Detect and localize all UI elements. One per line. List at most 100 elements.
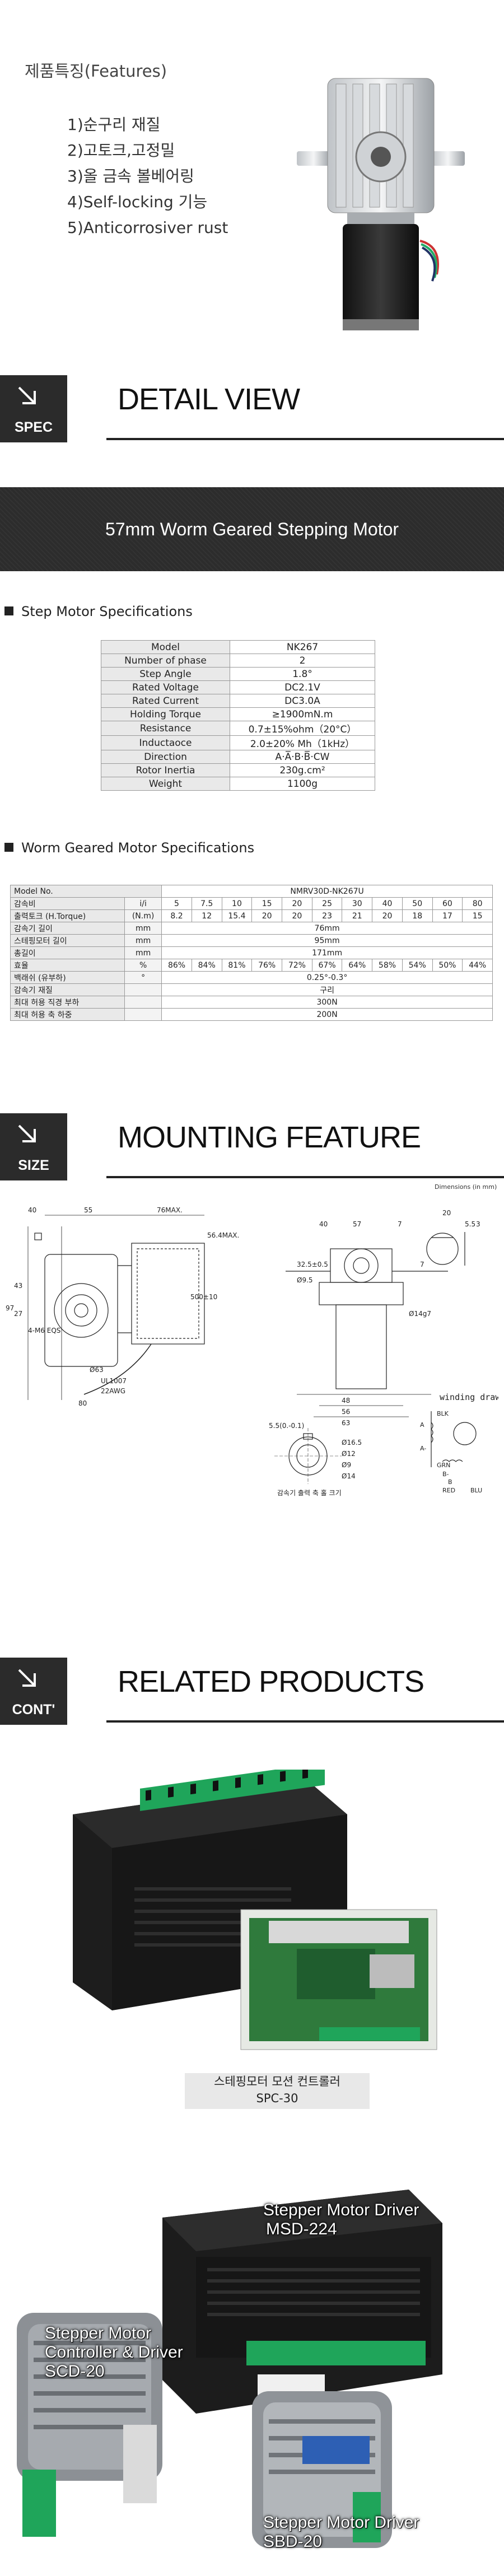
spec-value: 2.0±20% Mh（1kHz） xyxy=(230,735,375,750)
efficiency-value: 54% xyxy=(402,959,433,972)
key-detail-view xyxy=(426,1232,465,1266)
spc-30-name: 스테핑모터 모션 컨트롤러 xyxy=(214,2075,340,2088)
ratio-value: 5 xyxy=(161,897,192,910)
spec-key: Inductaoce xyxy=(101,735,230,750)
dimension-label: 27 xyxy=(14,1310,22,1318)
spec-value: 1100g xyxy=(230,777,375,791)
dimension-label: UL1007 xyxy=(101,1377,127,1385)
features-title: 제품특징(Features) xyxy=(25,62,167,81)
row-label: 총길이 xyxy=(10,946,125,959)
torque-value: 17 xyxy=(432,909,463,922)
feature-item: 1)순구리 재질 xyxy=(67,115,161,134)
dimension-label: Ø9 xyxy=(342,1461,351,1469)
row-unit xyxy=(124,996,162,1009)
efficiency-value: 72% xyxy=(282,959,312,972)
efficiency-value: 67% xyxy=(311,959,343,972)
ratio-value: 30 xyxy=(342,897,373,910)
section-divider xyxy=(106,1720,504,1723)
spec-key: Holding Torque xyxy=(101,707,230,721)
row-label: 최대 허용 축 하중 xyxy=(10,1008,125,1021)
dimension-label: 97 xyxy=(6,1304,14,1312)
ratio-value: 60 xyxy=(432,897,463,910)
dimension-label: Ø63 xyxy=(90,1366,104,1374)
row-label: 백래쉬 (유부하) xyxy=(10,971,125,984)
feature-item: 2)고토크,고정밀 xyxy=(67,141,175,160)
detail-header-title: 57mm Worm Geared Stepping Motor xyxy=(105,519,399,539)
dimension-label: 56 xyxy=(342,1408,350,1416)
mounting-feature-title: MOUNTING FEATURE xyxy=(118,1121,421,1154)
dimension-label: Ø9.5 xyxy=(297,1276,313,1284)
spec-value: 0.7±15%ohm（20°C） xyxy=(230,721,375,736)
spc-30-caption: 스테핑모터 모션 컨트롤러 SPC-30 xyxy=(185,2073,370,2109)
efficiency-unit: % xyxy=(124,959,162,972)
scd-20-label: Stepper Motor Controller & Driver SCD-20 xyxy=(45,2324,183,2381)
dimension-label: Ø12 xyxy=(342,1450,356,1458)
dimension-label: 20 xyxy=(442,1209,451,1217)
winding-label: A xyxy=(420,1421,424,1429)
spec-key: Weight xyxy=(101,777,230,791)
row-unit: mm xyxy=(124,946,162,959)
model-value: NMRV30D-NK267U xyxy=(161,885,493,898)
winding-label: A- xyxy=(420,1445,426,1452)
dimension-label: Ø14g7 xyxy=(409,1310,431,1318)
torque-value: 8.2 xyxy=(161,909,192,922)
cont-badge-label: CONT' xyxy=(12,1702,55,1718)
dimension-label: Ø14 xyxy=(342,1472,356,1480)
dimension-label: Ø16.5 xyxy=(342,1439,362,1446)
row-label: 감속기 재질 xyxy=(10,983,125,996)
row-label: 감속기 길이 xyxy=(10,922,125,935)
spec-key: Rated Current xyxy=(101,694,230,708)
winding-drawing xyxy=(431,1411,477,1467)
torque-value: 21 xyxy=(342,909,373,922)
dimension-label: 7 xyxy=(398,1220,402,1228)
spec-value: NK267 xyxy=(230,640,375,654)
row-unit: mm xyxy=(124,922,162,935)
dimension-label: 4-M6 EQS xyxy=(28,1327,60,1334)
dimension-label: 3 xyxy=(476,1220,480,1228)
efficiency-label: 효율 xyxy=(10,959,125,972)
feature-item: 3)올 금속 볼베어링 xyxy=(67,167,194,185)
efficiency-value: 76% xyxy=(251,959,283,972)
winding-label: BLK xyxy=(437,1410,449,1417)
winding-label: B- xyxy=(442,1471,449,1478)
row-value: 300N xyxy=(161,996,493,1009)
ratio-value: 20 xyxy=(282,897,312,910)
ratio-value: 50 xyxy=(402,897,433,910)
torque-value: 23 xyxy=(311,909,343,922)
row-unit xyxy=(124,1008,162,1021)
arrow-down-right-icon xyxy=(18,1124,36,1142)
winding-label: B xyxy=(448,1478,452,1486)
spec-key: Resistance xyxy=(101,721,230,736)
row-label: 스테핑모터 길이 xyxy=(10,934,125,947)
bullet-square-icon xyxy=(4,843,13,852)
dimension-label: 7 xyxy=(420,1261,424,1268)
feature-item: 4)Self-locking 기능 xyxy=(67,193,208,211)
dimension-label: 48 xyxy=(342,1397,350,1404)
shaft-hole-view xyxy=(274,1428,342,1484)
dimension-label: 40 xyxy=(319,1220,328,1228)
spec-key: Number of phase xyxy=(101,654,230,668)
arrow-down-right-icon xyxy=(18,386,36,404)
row-value: 171mm xyxy=(161,946,493,959)
model-row: Model No.NMRV30D-NK267U xyxy=(10,885,493,898)
spec-key: Direction xyxy=(101,750,230,764)
features-list: 1)순구리 재질 2)고토크,고정밀 3)올 금속 볼베어링 4)Self-lo… xyxy=(67,112,228,241)
ratio-value: 15 xyxy=(251,897,283,910)
efficiency-value: 86% xyxy=(161,959,192,972)
spec-key: Rotor Inertia xyxy=(101,763,230,777)
spc-30-controller-photo xyxy=(73,1770,437,2050)
